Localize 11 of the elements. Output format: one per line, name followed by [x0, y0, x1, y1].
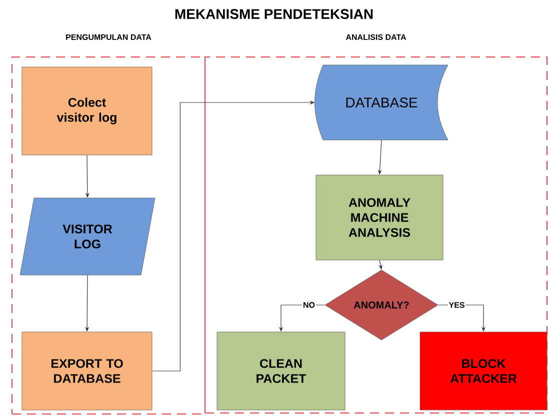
node-label: PENGUMPULAN DATA — [66, 34, 152, 40]
process-box: CLEAN PACKET — [216, 332, 346, 410]
edge-label: NO — [302, 301, 316, 309]
edge-label: YES — [448, 301, 466, 309]
process-box: ANOMALY MACHINE ANALYSIS — [316, 174, 444, 260]
process-box: BLOCK ATTACKER — [420, 332, 548, 410]
process-box: EXPORT TO DATABASE — [22, 332, 152, 410]
node-label: ANALISIS DATA — [346, 34, 406, 40]
process-box: Colect visitor log — [22, 66, 152, 156]
title: MEKANISME PENDETEKSIAN — [175, 9, 373, 19]
data-parallelogram: VISITOR LOG — [20, 198, 156, 276]
